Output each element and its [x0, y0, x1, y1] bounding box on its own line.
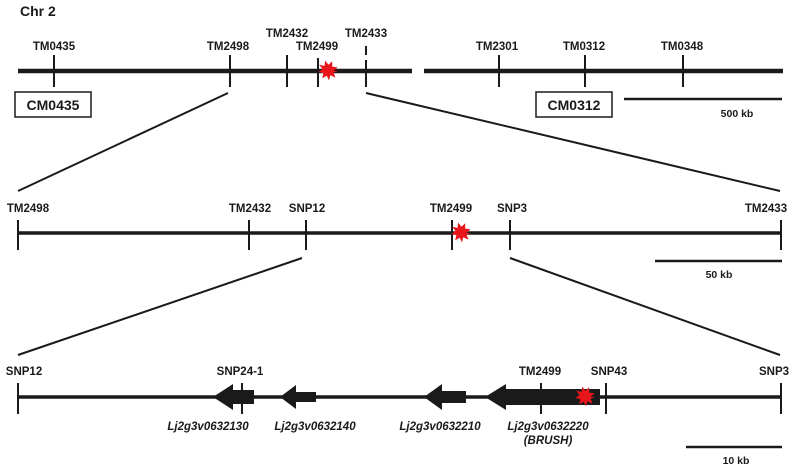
gene-label: Lj2g3v0632220	[507, 421, 589, 433]
leftward-arrow-icon	[424, 384, 466, 410]
marker-label: SNP3	[759, 366, 789, 378]
scale-label: 50 kb	[706, 269, 733, 281]
marker-label: TM2433	[745, 203, 787, 215]
marker-label: TM2433	[345, 28, 387, 40]
red-star-burst-icon	[451, 222, 471, 243]
marker-label: TM2499	[519, 366, 561, 378]
zoom-connector	[509, 257, 781, 356]
gene-label: Lj2g3v0632130	[167, 421, 249, 433]
marker-label: TM2499	[430, 203, 472, 215]
marker-label: TM2432	[229, 203, 271, 215]
zoom-connector	[17, 257, 303, 356]
boxed-marker-frame	[14, 91, 92, 118]
marker-label: TM0312	[563, 41, 605, 53]
scale-label: 500 kb	[721, 108, 754, 120]
marker-label: SNP3	[497, 203, 527, 215]
marker-label: TM2432	[266, 28, 308, 40]
leftward-arrow-icon	[485, 384, 600, 410]
gene-label: Lj2g3v0632210	[399, 421, 481, 433]
scale-label: 10 kb	[723, 455, 750, 467]
panel-chromosome-overview: TM0435 TM2498 TM2432 TM2499 TM2433 TM230…	[14, 28, 783, 120]
marker-label: TM2498	[207, 41, 250, 53]
marker-label: TM0435	[33, 41, 76, 53]
marker-label: SNP12	[6, 366, 42, 378]
marker-label: TM0348	[661, 41, 704, 53]
leftward-arrow-icon	[280, 385, 316, 409]
chromosome-title: Chr 2	[20, 3, 56, 19]
boxed-marker-frame	[535, 91, 613, 118]
marker-label: SNP12	[289, 203, 325, 215]
red-star-burst-icon	[318, 60, 338, 81]
panel-gene-zoom: SNP12 SNP24-1 TM2499 SNP43 SNP3 Lj2g3v06…	[6, 366, 789, 467]
panel-region-zoom: TM2498 TM2432 SNP12 TM2499 SNP3 TM2433 5…	[7, 203, 787, 281]
leftward-arrow-icon	[213, 384, 254, 410]
boxed-marker-label: CM0312	[548, 97, 601, 113]
marker-label: TM2301	[476, 41, 519, 53]
marker-label: TM2498	[7, 203, 50, 215]
red-star-burst-icon	[575, 386, 595, 407]
marker-label: TM2499	[296, 41, 338, 53]
gene-label: Lj2g3v0632140	[274, 421, 356, 433]
zoom-connector	[365, 92, 781, 192]
gene-note: (BRUSH)	[524, 435, 573, 447]
marker-label: SNP24-1	[217, 366, 264, 378]
marker-label: SNP43	[591, 366, 627, 378]
boxed-marker-label: CM0435	[27, 97, 80, 113]
zoom-connector	[17, 92, 229, 192]
